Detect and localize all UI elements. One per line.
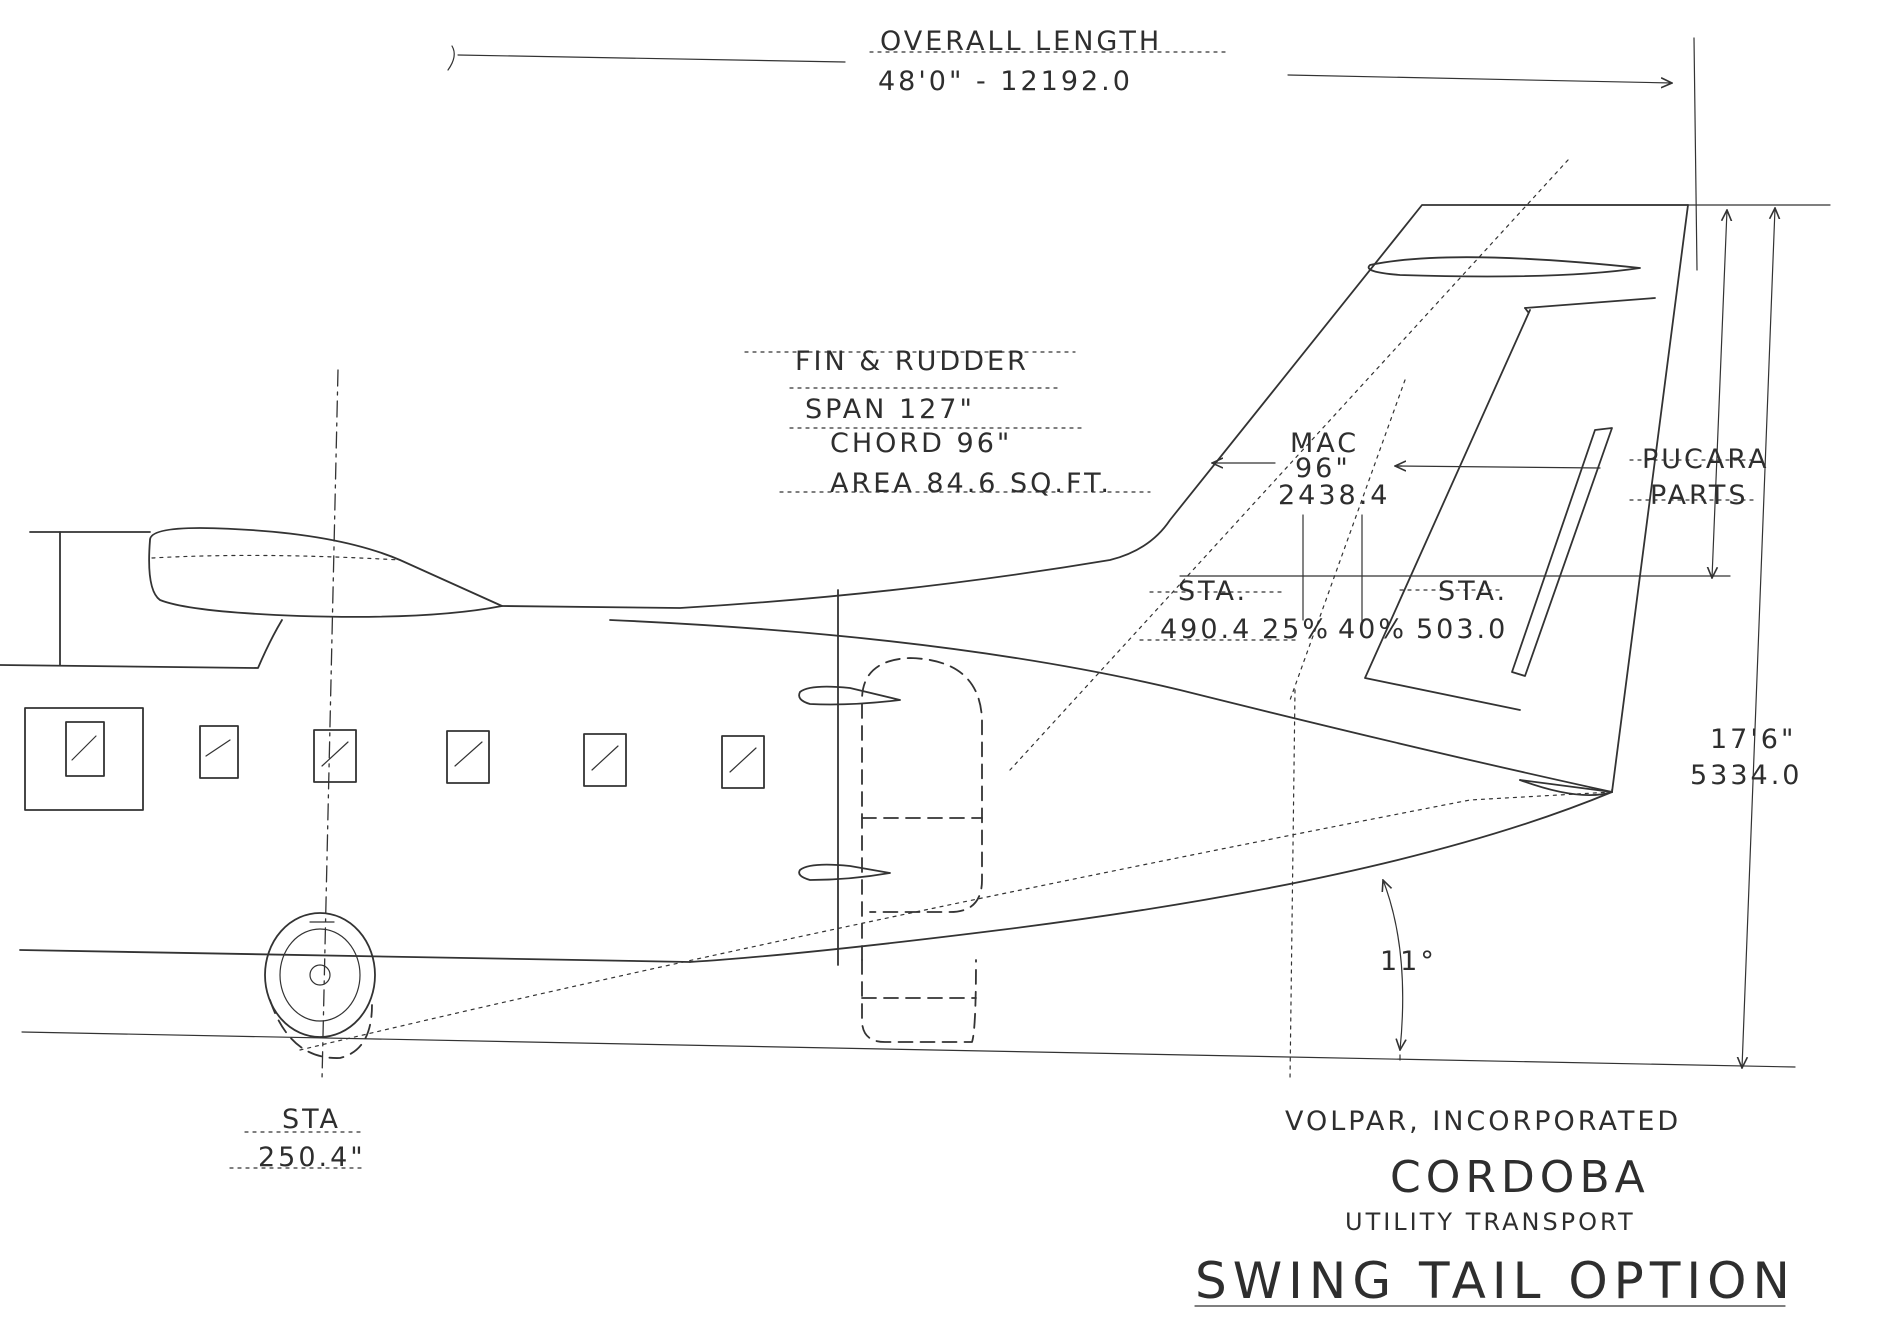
fin-rudder-title: FIN & RUDDER — [795, 346, 1029, 377]
pucara-parts-line1: PUCARA — [1642, 444, 1770, 475]
overall-length-value: 48'0" - 12192.0 — [878, 66, 1133, 97]
sta-bottom-label: STA — [282, 1104, 341, 1135]
label-leaders — [229, 51, 1756, 1169]
lower-door-step-section — [798, 863, 891, 881]
height-mm: 5334.0 — [1690, 760, 1802, 791]
sta-left-value: 490.4 — [1160, 614, 1252, 645]
model-subtitle: UTILITY TRANSPORT — [1345, 1208, 1636, 1236]
ground-line — [21, 1031, 1796, 1068]
mac-mm: 2438.4 — [1278, 480, 1390, 511]
cabin-door — [861, 657, 983, 1043]
company-name: VOLPAR, INCORPORATED — [1285, 1106, 1681, 1137]
height-feet: 17'6" — [1710, 724, 1796, 755]
tail-angle-label: 11° — [1380, 946, 1437, 977]
rudder — [1364, 256, 1656, 711]
main-landing-wheel — [264, 912, 376, 1059]
fin-rudder-area: AREA 84.6 SQ.FT. — [830, 468, 1112, 499]
mac-label: MAC — [1290, 428, 1359, 459]
horizontal-stabilizer — [0, 527, 503, 669]
fin-rudder-span: SPAN 127" — [805, 394, 975, 425]
mac-inches: 96" — [1295, 453, 1351, 484]
sta-left-label: STA. — [1178, 576, 1248, 607]
sta-right-value: 503.0 — [1416, 614, 1508, 645]
upper-door-step-section — [798, 685, 901, 706]
tail-angle-indicator — [1383, 880, 1403, 1061]
drawing-title: SWING TAIL OPTION — [1195, 1252, 1796, 1310]
sta-bottom-value: 250.4" — [258, 1142, 366, 1173]
percent-40: 40% — [1338, 614, 1407, 645]
sta-right-label: STA. — [1438, 576, 1508, 607]
pucara-parts-line2: PARTS — [1650, 480, 1748, 511]
reference-lines — [321, 159, 1569, 1081]
model-name: CORDOBA — [1390, 1152, 1650, 1203]
cabin-windows — [24, 707, 765, 811]
overall-length-label: OVERALL LENGTH — [880, 26, 1162, 57]
fin-rudder-chord: CHORD 96" — [830, 428, 1012, 459]
mac-dimension — [1212, 463, 1601, 468]
fuselage — [19, 204, 1689, 1051]
overall-length-dimension — [447, 37, 1698, 271]
percent-25: 25% — [1262, 614, 1331, 645]
